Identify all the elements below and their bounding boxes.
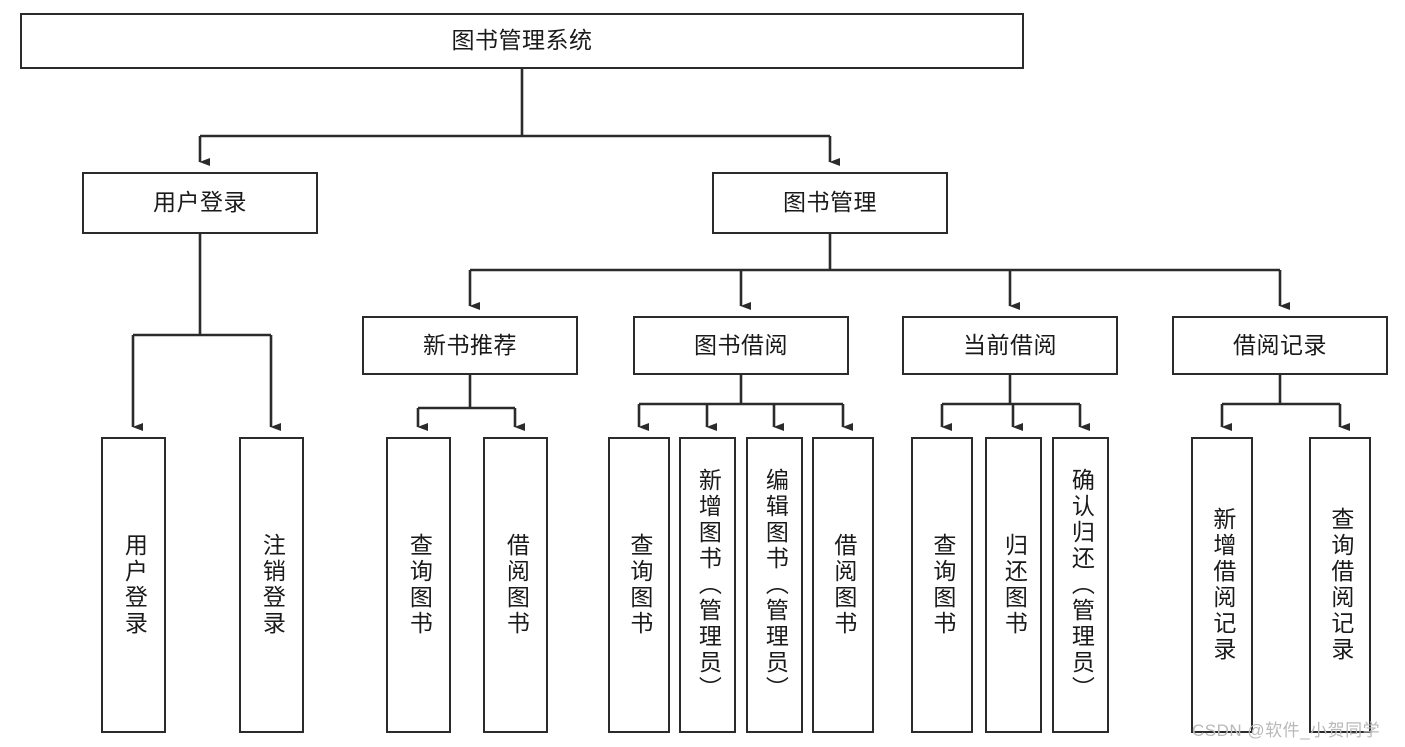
node-leaf-edit-book-label: 编辑图书（管理员） (762, 468, 789, 702)
node-leaf-user-logout[interactable]: 注销登录 (239, 437, 304, 733)
node-book-manage[interactable]: 图书管理 (712, 172, 948, 234)
node-new-book-rec-label: 新书推荐 (423, 331, 517, 358)
node-leaf-query-book-1-label: 查询图书 (406, 533, 433, 637)
node-leaf-borrow-book-2[interactable]: 借阅图书 (812, 437, 874, 733)
node-book-manage-label: 图书管理 (783, 189, 877, 216)
node-leaf-add-book[interactable]: 新增图书（管理员） (679, 437, 736, 733)
node-book-borrow[interactable]: 图书借阅 (633, 316, 849, 375)
node-leaf-query-book-1[interactable]: 查询图书 (386, 437, 451, 733)
node-leaf-borrow-book-2-label: 借阅图书 (830, 533, 857, 637)
node-leaf-return-book[interactable]: 归还图书 (985, 437, 1042, 733)
node-leaf-borrow-book-1[interactable]: 借阅图书 (483, 437, 548, 733)
node-book-borrow-label: 图书借阅 (694, 331, 788, 358)
node-leaf-query-book-2[interactable]: 查询图书 (608, 437, 670, 733)
node-user-login[interactable]: 用户登录 (82, 172, 318, 234)
node-leaf-confirm-return-label: 确认归还（管理员） (1068, 468, 1095, 702)
node-leaf-user-logout-label: 注销登录 (259, 533, 286, 637)
node-leaf-add-record[interactable]: 新增借阅记录 (1191, 437, 1253, 733)
node-leaf-query-book-3[interactable]: 查询图书 (911, 437, 973, 733)
node-new-book-rec[interactable]: 新书推荐 (362, 316, 578, 375)
node-leaf-user-login[interactable]: 用户登录 (101, 437, 166, 733)
node-current-borrow[interactable]: 当前借阅 (902, 316, 1118, 375)
node-user-login-label: 用户登录 (153, 189, 247, 216)
node-borrow-record[interactable]: 借阅记录 (1172, 316, 1388, 375)
node-leaf-edit-book[interactable]: 编辑图书（管理员） (746, 437, 803, 733)
node-leaf-query-record-label: 查询借阅记录 (1327, 507, 1354, 663)
node-leaf-query-book-2-label: 查询图书 (626, 533, 653, 637)
node-leaf-user-login-label: 用户登录 (121, 533, 148, 637)
node-leaf-add-book-label: 新增图书（管理员） (695, 468, 722, 702)
node-root-label: 图书管理系统 (451, 27, 593, 54)
node-current-borrow-label: 当前借阅 (963, 331, 1057, 358)
node-leaf-query-book-3-label: 查询图书 (929, 533, 956, 637)
node-borrow-record-label: 借阅记录 (1233, 331, 1327, 358)
node-leaf-return-book-label: 归还图书 (1001, 533, 1028, 637)
node-leaf-add-record-label: 新增借阅记录 (1209, 507, 1236, 663)
node-leaf-borrow-book-1-label: 借阅图书 (503, 533, 530, 637)
node-leaf-query-record[interactable]: 查询借阅记录 (1309, 437, 1371, 733)
node-root[interactable]: 图书管理系统 (20, 13, 1024, 69)
node-leaf-confirm-return[interactable]: 确认归还（管理员） (1052, 437, 1109, 733)
